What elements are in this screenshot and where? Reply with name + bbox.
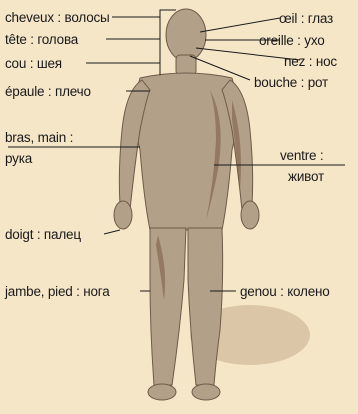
label-cou: cou : шея bbox=[5, 56, 62, 72]
label-bras-main-ru: рука bbox=[5, 151, 32, 167]
label-oreille: oreille : ухо bbox=[259, 33, 325, 49]
label-bouche: bouche : рот bbox=[254, 75, 328, 91]
label-genou: genou : колено bbox=[240, 284, 330, 300]
label-ventre-fr: ventre : bbox=[280, 148, 323, 164]
label-oeil: œil : глаз bbox=[279, 11, 333, 27]
label-doigt: doigt : палец bbox=[5, 227, 81, 243]
label-ventre-ru: живот bbox=[288, 169, 324, 185]
label-cheveux: cheveux : волосы bbox=[5, 10, 110, 26]
label-bras-main-fr: bras, main : bbox=[5, 130, 73, 146]
label-jambe-pied: jambe, pied : нога bbox=[5, 284, 110, 300]
label-epaule: épaule : плечо bbox=[5, 84, 91, 100]
label-nez: nez : нос bbox=[284, 54, 337, 70]
label-tete: tête : голова bbox=[5, 32, 78, 48]
